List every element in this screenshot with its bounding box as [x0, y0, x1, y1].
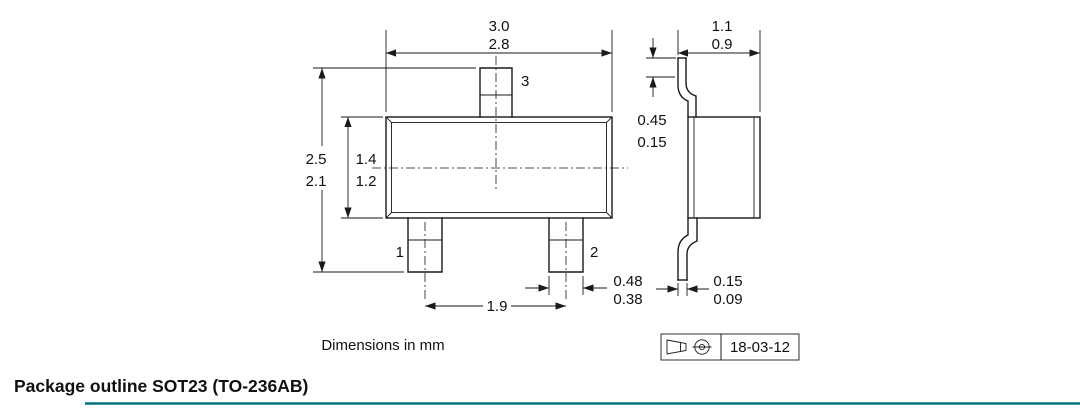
dim-foot-length-min: 0.15 — [637, 134, 666, 151]
dim-lead-width-max: 0.48 — [613, 273, 642, 290]
first-angle-projection-icon — [666, 339, 712, 355]
dim-body-length-min: 2.8 — [489, 36, 510, 53]
dim-lead-thickness-max: 0.15 — [713, 273, 742, 290]
dim-body-length: 3.0 2.8 — [385, 18, 613, 112]
pin-3 — [479, 67, 513, 118]
dim-body-width-max: 1.4 — [356, 151, 377, 168]
side-bottom-lead — [677, 217, 698, 281]
dimensions-note: Dimensions in mm — [321, 337, 444, 354]
page-title: Package outline SOT23 (TO-236AB) — [14, 376, 308, 396]
pin-1-label: 1 — [396, 244, 404, 261]
dim-lead-span-min: 2.1 — [306, 173, 327, 190]
side-body-outline — [687, 116, 761, 219]
dim-lead-pitch-value: 1.9 — [487, 298, 508, 315]
dim-height-max: 1.1 — [712, 18, 733, 35]
body-outline — [385, 116, 613, 219]
dim-body-width: 1.4 1.2 — [341, 116, 383, 219]
dim-lead-span-max: 2.5 — [306, 151, 327, 168]
front-view: 3 1 2 — [372, 56, 628, 302]
dim-lead-width: 0.48 0.38 — [525, 273, 643, 308]
side-view — [677, 57, 761, 281]
dim-height: 1.1 0.9 — [677, 18, 761, 112]
pin-2-label: 2 — [590, 244, 598, 261]
pin-3-label: 3 — [521, 73, 529, 90]
body-corner-chamfers — [385, 116, 613, 219]
dim-foot-length: 0.45 0.15 — [637, 38, 676, 151]
dim-foot-length-max: 0.45 — [637, 112, 666, 129]
pin-1 — [407, 217, 443, 273]
dim-lead-thickness: 0.15 0.09 — [656, 273, 743, 308]
pin-2 — [548, 217, 584, 273]
dim-body-length-max: 3.0 — [489, 18, 510, 35]
revision-date: 18-03-12 — [730, 339, 790, 356]
side-top-lead — [677, 57, 697, 118]
projection-symbol-cell — [660, 333, 722, 361]
dim-lead-width-min: 0.38 — [613, 291, 642, 308]
dim-height-min: 0.9 — [712, 36, 733, 53]
dim-lead-span: 2.5 2.1 — [306, 67, 476, 273]
dim-lead-thickness-min: 0.09 — [713, 291, 742, 308]
revision-date-cell — [720, 333, 800, 361]
revision-stamp: 18-03-12 — [660, 333, 800, 361]
dim-lead-pitch: 1.9 — [425, 298, 566, 315]
body-inner-outline — [391, 122, 607, 213]
dim-body-width-min: 1.2 — [356, 173, 377, 190]
